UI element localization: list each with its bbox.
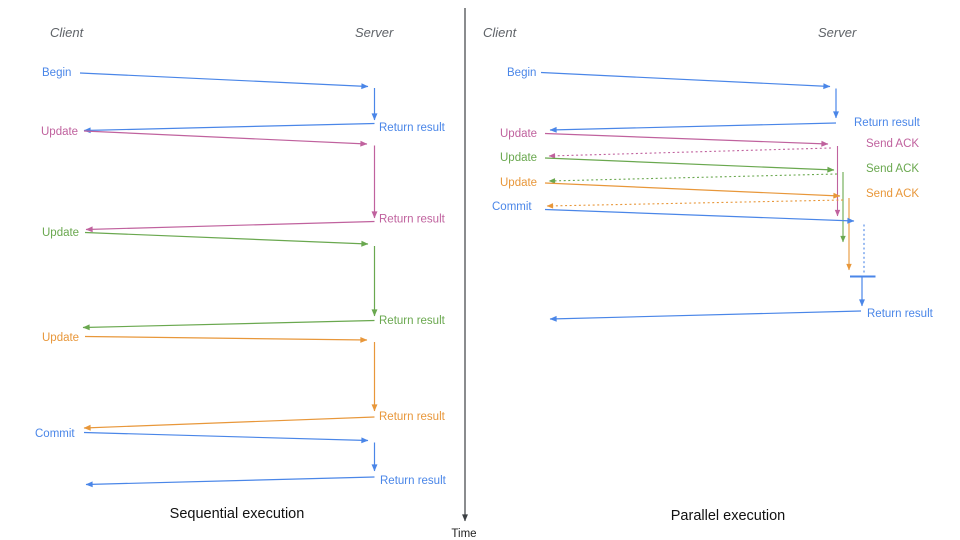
par-commit-response-label: Return result: [867, 308, 934, 320]
par-message-update-3: Update Send ACK: [500, 177, 919, 271]
seq-begin-label: Begin: [42, 67, 71, 79]
par-commit-label: Commit: [492, 201, 532, 213]
par-update2-ack-line: [548, 173, 838, 184]
par-begin-return-line: [549, 122, 837, 133]
seq-update2-return-line: [82, 319, 375, 331]
seq-update3-label: Update: [42, 332, 79, 344]
time-axis-label: Time: [451, 528, 476, 540]
seq-commit-return-line: [85, 476, 375, 488]
seq-update2-label: Update: [42, 227, 79, 239]
seq-client-header: Client: [50, 25, 85, 40]
par-message-update-1: Update Send ACK: [500, 128, 919, 217]
par-commit-return-line: [549, 310, 862, 322]
seq-update2-response-label: Return result: [379, 315, 446, 327]
seq-server-header: Server: [355, 25, 394, 40]
par-message-commit: Commit Return result: [492, 201, 934, 322]
sequential-diagram: Client Server Begin Return result Update…: [35, 25, 447, 522]
seq-begin-response-label: Return result: [379, 122, 446, 134]
par-update1-request-line: [544, 132, 829, 147]
par-update3-ack-line: [546, 199, 844, 209]
par-client-header: Client: [483, 25, 518, 40]
seq-begin-return-line: [83, 122, 375, 134]
seq-update3-response-label: Return result: [379, 411, 446, 423]
par-update3-label: Update: [500, 177, 537, 189]
par-begin-response-label: Return result: [854, 117, 921, 129]
seq-update1-return-line: [85, 220, 375, 233]
sequential-title: Sequential execution: [170, 506, 305, 522]
seq-message-begin: Begin Return result: [42, 67, 446, 134]
seq-message-commit: Commit Return result: [35, 428, 447, 488]
parallel-title: Parallel execution: [671, 508, 785, 524]
seq-update1-request-line: [83, 130, 368, 147]
time-axis: Time: [451, 8, 477, 540]
seq-update1-response-label: Return result: [379, 214, 446, 226]
seq-message-update-3: Update Return result: [42, 332, 446, 431]
par-update2-request-line: [544, 157, 835, 173]
seq-update2-request-line: [84, 231, 369, 247]
seq-commit-request-line: [83, 431, 369, 444]
par-server-header: Server: [818, 25, 857, 40]
par-update1-label: Update: [500, 128, 537, 140]
seq-update1-label: Update: [41, 126, 78, 138]
par-message-begin: Begin Return result: [507, 67, 921, 133]
seq-commit-label: Commit: [35, 428, 75, 440]
par-update2-label: Update: [500, 152, 537, 164]
seq-update3-request-line: [84, 335, 368, 343]
par-begin-label: Begin: [507, 67, 536, 79]
seq-begin-request-line: [79, 72, 369, 90]
par-begin-request-line: [540, 71, 831, 90]
par-update1-ack-line: [548, 147, 832, 159]
par-commit-request-line: [544, 208, 855, 224]
seq-message-update-1: Update Return result: [41, 126, 446, 233]
seq-commit-response-label: Return result: [380, 475, 447, 487]
par-message-update-2: Update Send ACK: [500, 152, 919, 243]
par-update3-response-label: Send ACK: [866, 188, 919, 200]
par-update2-response-label: Send ACK: [866, 163, 919, 175]
seq-update3-return-line: [83, 416, 375, 431]
parallel-diagram: Client Server Begin Return result Update…: [483, 25, 934, 524]
seq-message-update-2: Update Return result: [42, 227, 446, 331]
par-update1-response-label: Send ACK: [866, 138, 919, 150]
par-update3-request-line: [544, 182, 841, 199]
